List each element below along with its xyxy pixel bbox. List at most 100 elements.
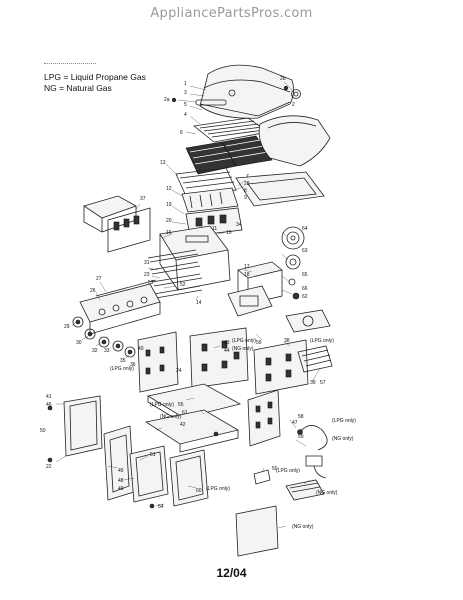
side-burner-grate — [285, 254, 301, 270]
callout-33: 33 — [104, 348, 110, 354]
condiment-tray — [297, 345, 333, 373]
igniter-parts — [288, 278, 300, 300]
fasteners — [47, 85, 289, 509]
callout-17: 17 — [244, 264, 250, 270]
callout-37: 37 — [140, 196, 146, 202]
watermark-text: AppliancePartsPros.com — [150, 6, 313, 21]
grill-lid — [199, 64, 294, 119]
note-ng-only-1: (NG only) — [232, 346, 254, 352]
callout-5: 5 — [184, 102, 187, 108]
callout-2a: 2a — [164, 97, 170, 103]
callout-66: 66 — [302, 286, 308, 292]
callout-19: 19 — [166, 202, 172, 208]
lid-handle — [195, 99, 227, 106]
callout-57: 57 — [320, 380, 326, 386]
tank-tray — [285, 479, 325, 501]
callout-31: 31 — [144, 260, 150, 266]
note-ng-only-2: (NG only) — [160, 414, 182, 420]
callout-24: 24 — [176, 368, 182, 374]
cart-back-panel — [235, 505, 279, 557]
callout-1: 1 — [184, 81, 187, 87]
note-ng-only-5: (NG only) — [292, 524, 314, 530]
callout-45: 45 — [118, 468, 124, 474]
legend-ng: NG = Natural Gas — [44, 83, 112, 93]
callout-13: 13 — [160, 160, 166, 166]
callout-38: 38 — [284, 338, 290, 344]
cart-rear-panel — [189, 327, 249, 389]
note-lpg-only-6: (LPG only) — [276, 468, 300, 474]
note-lpg-only-5: (LPG only) — [332, 418, 356, 424]
callout-62: 62 — [302, 294, 308, 300]
callout-8: 8 — [244, 188, 247, 194]
regulator — [305, 455, 327, 479]
firebox-body — [159, 225, 231, 291]
callout-29: 29 — [64, 324, 70, 330]
callout-28: 28 — [244, 181, 250, 187]
callout-12: 12 — [166, 186, 172, 192]
callout-22: 22 — [46, 464, 52, 470]
note-ng-only-3: (NG only) — [332, 436, 354, 442]
part-callouts: 1 3 2a 5 4 6 2b 2 13 7 28 8 9 12 19 37 2… — [40, 76, 356, 530]
callout-30: 30 — [76, 340, 82, 346]
callout-10: 10 — [226, 230, 232, 236]
callout-2: 2 — [292, 102, 295, 108]
front-door-center — [129, 445, 169, 503]
callout-44: 44 — [224, 348, 230, 354]
callout-26: 26 — [90, 288, 96, 294]
note-lpg-only-7: (LPG only) — [206, 486, 230, 492]
callout-34: 34 — [236, 222, 242, 228]
callout-43: 43 — [224, 340, 230, 346]
callout-61: 61 — [182, 410, 188, 416]
cart-end-panel-left — [63, 395, 103, 457]
callout-36: 36 — [130, 362, 136, 368]
side-burner-tray — [227, 285, 273, 317]
legend-rule — [44, 63, 96, 64]
callout-2b: 2b — [280, 76, 286, 82]
cooking-grate-right — [221, 135, 273, 167]
thermometer — [291, 89, 301, 99]
callout-64: 64 — [302, 226, 308, 232]
callout-58: 58 — [298, 414, 304, 420]
callout-47: 47 — [292, 420, 298, 426]
cart-end-panel-right — [247, 389, 281, 447]
callout-50b: 50 — [272, 466, 278, 472]
callout-41: 41 — [46, 394, 52, 400]
note-lpg-only-2: (LPG only) — [310, 338, 334, 344]
callout-9: 9 — [244, 195, 247, 201]
callout-63: 63 — [302, 248, 308, 254]
callout-50: 50 — [40, 428, 46, 434]
callout-56: 56 — [256, 340, 262, 346]
control-panel — [79, 283, 161, 335]
cart-door-left — [137, 331, 179, 393]
note-ng-only-4: (NG only) — [316, 490, 338, 496]
callout-35: 35 — [120, 358, 126, 364]
gas-legend: LPG = Liquid Propane Gas NG = Natural Ga… — [44, 72, 146, 94]
callout-53: 53 — [148, 280, 154, 286]
callout-27: 27 — [96, 276, 102, 282]
burner-tubes — [147, 249, 203, 299]
callout-32: 32 — [92, 348, 98, 354]
gas-manifold — [95, 279, 157, 297]
callout-11: 11 — [212, 226, 217, 232]
callout-59: 59 — [298, 434, 304, 440]
note-lpg-only-1: (LPG only) — [232, 338, 256, 344]
callout-60: 60 — [196, 488, 202, 494]
callout-14: 14 — [196, 300, 202, 306]
leader-lines — [55, 81, 321, 529]
side-burner-panel — [107, 207, 151, 253]
side-shelf-right — [285, 309, 331, 333]
legend-lpg: LPG = Liquid Propane Gas — [44, 72, 146, 82]
side-burner — [281, 226, 305, 250]
callout-55: 55 — [178, 402, 184, 408]
gas-hose — [297, 425, 328, 451]
callout-52: 52 — [180, 282, 186, 288]
revision-date: 12/04 — [216, 566, 247, 580]
drip-tray — [235, 171, 325, 207]
tank-scale — [253, 469, 271, 485]
note-lpg-only-3: (LPG only) — [110, 366, 134, 372]
callout-49: 49 — [118, 486, 124, 492]
callout-6: 6 — [180, 130, 183, 136]
callout-46: 46 — [46, 402, 52, 408]
callout-7: 7 — [246, 174, 249, 180]
